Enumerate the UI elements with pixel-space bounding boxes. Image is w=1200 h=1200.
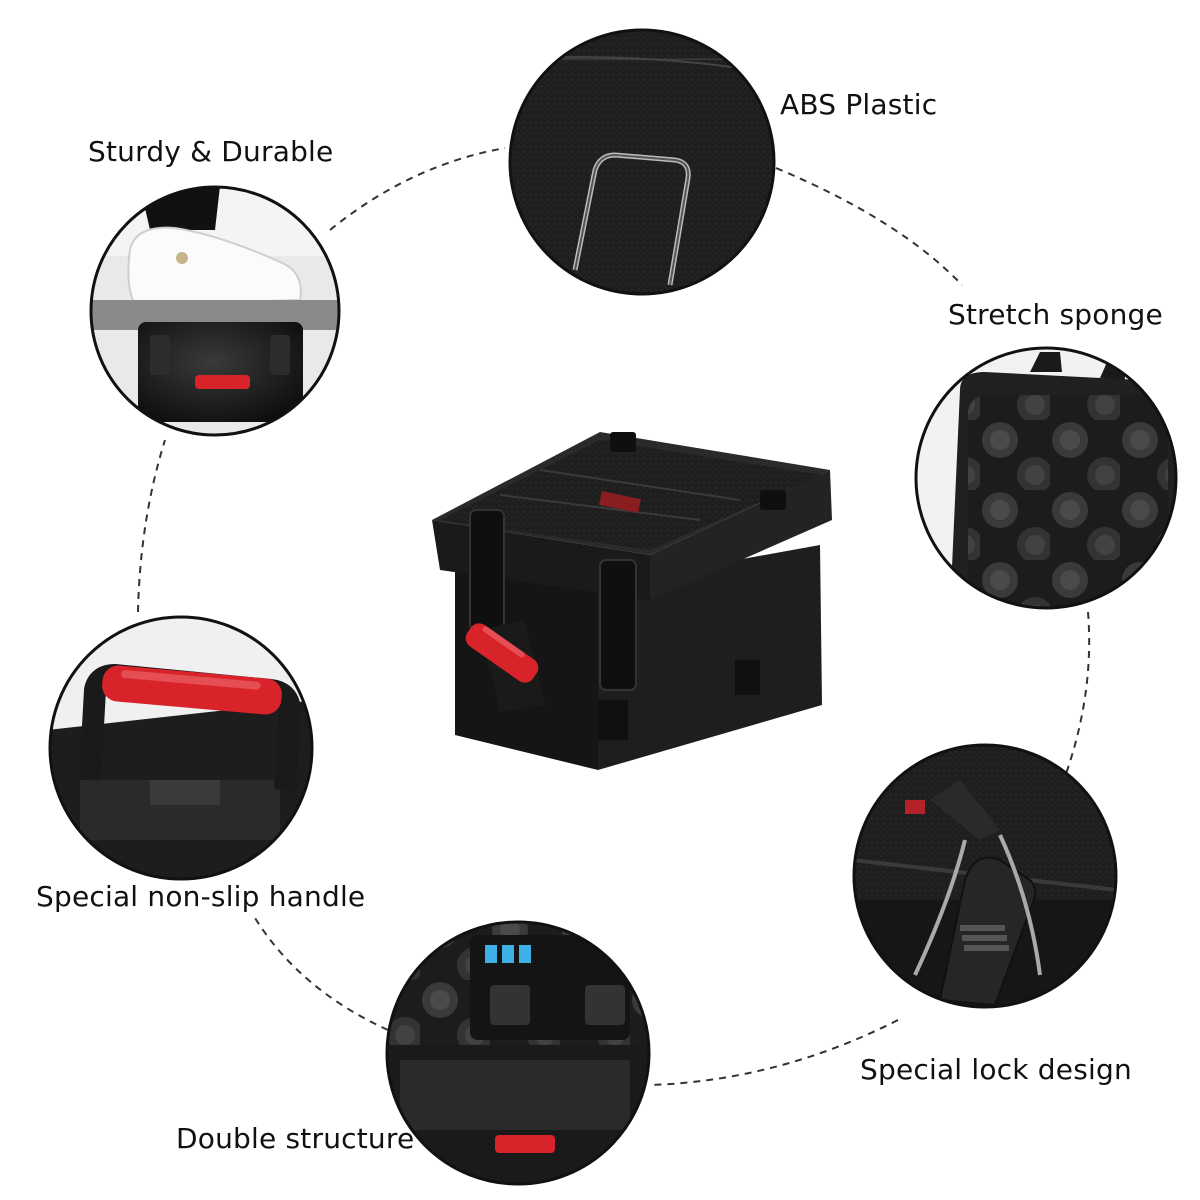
non-slip-handle-photo (48, 615, 314, 881)
label-stretch-sponge: Stretch sponge (948, 298, 1163, 331)
double-structure-photo (385, 920, 651, 1186)
label-double-structure: Double structure (176, 1122, 415, 1155)
label-non-slip-handle: Special non-slip handle (36, 880, 366, 913)
sturdy-durable-photo (89, 185, 341, 437)
lock-design-photo (852, 743, 1118, 1009)
dashed-connectors (137, 147, 1091, 1086)
stretch-sponge-photo (914, 346, 1178, 610)
label-lock-design: Special lock design (860, 1053, 1132, 1086)
label-sturdy-durable: Sturdy & Durable (88, 135, 334, 168)
abs-plastic-photo (508, 28, 776, 296)
label-abs-plastic: ABS Plastic (780, 88, 938, 121)
protective-case-photo (432, 432, 832, 770)
